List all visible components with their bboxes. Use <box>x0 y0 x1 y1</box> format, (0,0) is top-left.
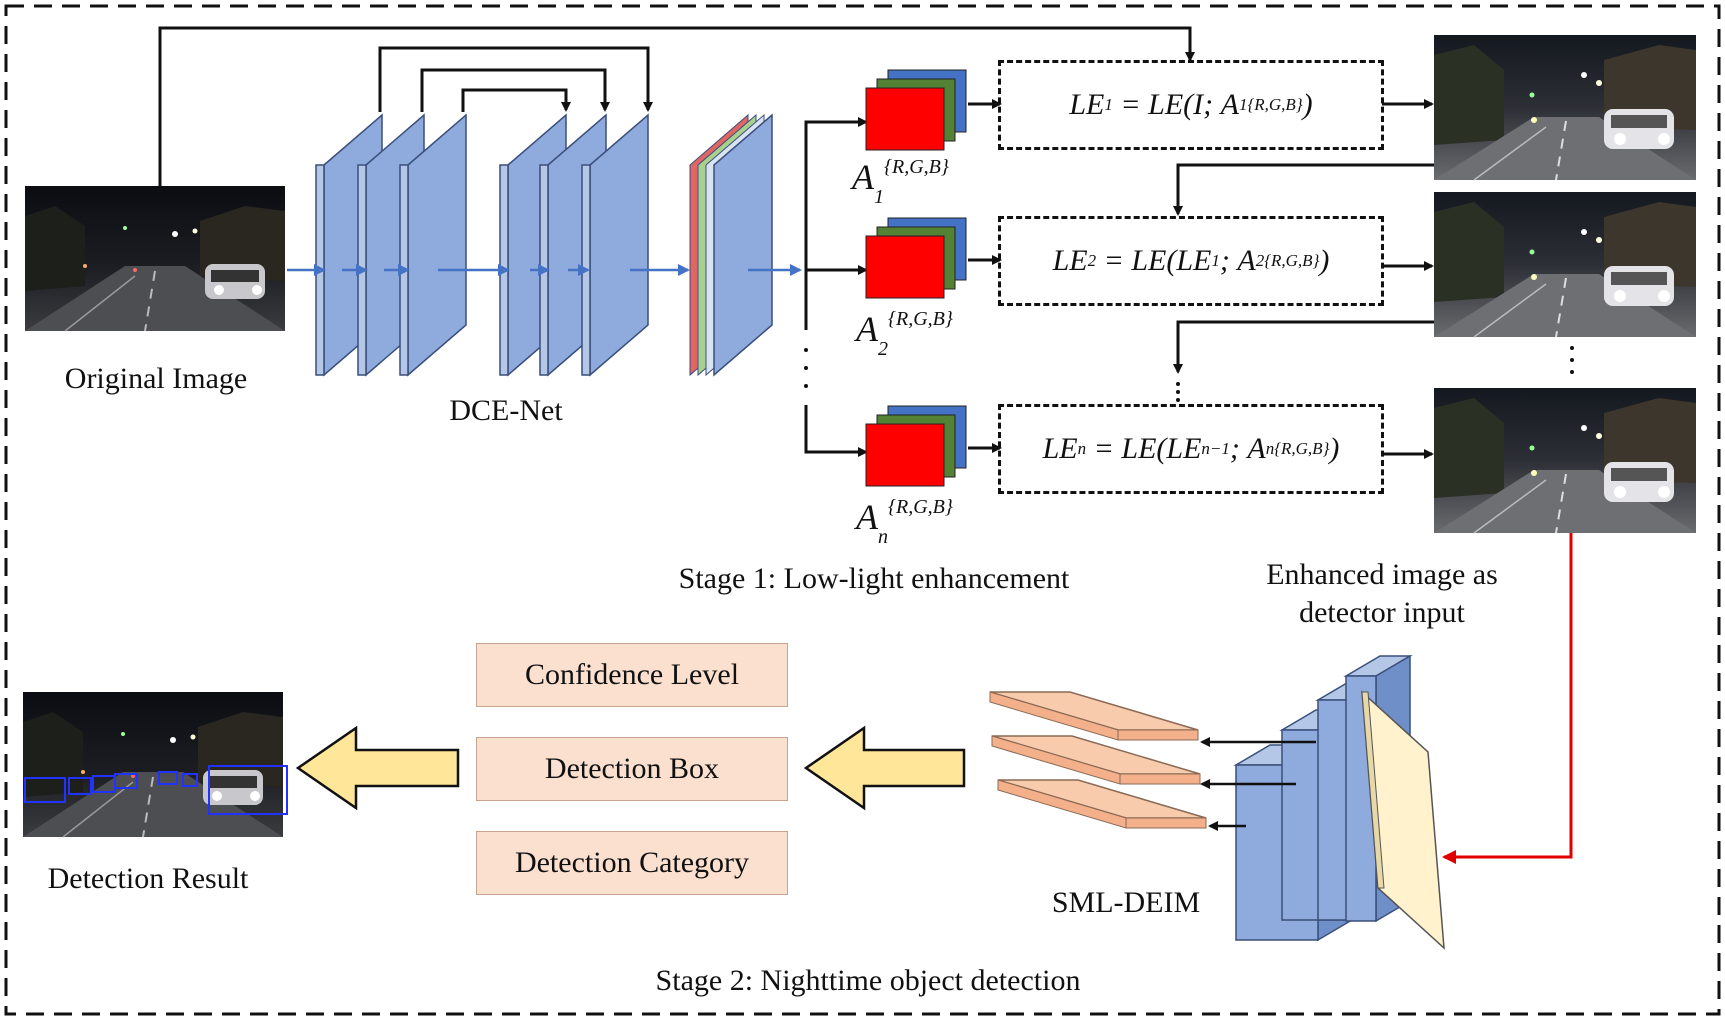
detection-result-image <box>22 691 288 838</box>
outer-border <box>4 4 1721 1016</box>
dce-layer <box>581 113 649 377</box>
red-flow-line <box>1442 533 1573 864</box>
feature-plate <box>997 779 1207 829</box>
curve-map-label-n: An{R,G,B} <box>856 496 953 548</box>
label-enhanced-2: detector input <box>1299 596 1465 629</box>
label-enhanced-1: Enhanced image as <box>1266 558 1498 591</box>
curve-map-1 <box>865 69 967 151</box>
big-arrow-left <box>295 725 460 811</box>
label-original-image: Original Image <box>64 362 248 395</box>
label-stage1: Stage 1: Low-light enhancement <box>678 562 1070 595</box>
curve-maps <box>865 69 967 487</box>
skip-connection-middle <box>420 68 610 112</box>
label-dce-net: DCE-Net <box>449 394 563 427</box>
curve-map-2 <box>865 217 967 299</box>
dce-net-layers <box>315 113 649 377</box>
skip-arrow-top <box>158 26 1195 186</box>
feature-plate <box>989 691 1199 741</box>
feature-pyramid-plates <box>989 691 1207 829</box>
sml-deim-backbone <box>1233 654 1445 950</box>
curve-map-3 <box>865 405 967 487</box>
enhanced-image-n <box>1433 387 1697 534</box>
output-detection-category: Detection Category <box>476 831 788 895</box>
curve-map-label-1: A1{R,G,B} <box>852 156 949 208</box>
deim-cream-edge <box>1361 691 1385 889</box>
output-confidence-level: Confidence Level <box>476 643 788 707</box>
enhanced-image-2 <box>1433 191 1697 338</box>
skip-connection-inner <box>461 88 571 112</box>
enhanced-image-1 <box>1433 34 1697 181</box>
branch-lines <box>804 117 868 457</box>
output-detection-box: Detection Box <box>476 737 788 801</box>
big-arrow-right <box>803 725 966 811</box>
label-detection-result: Detection Result <box>47 862 249 895</box>
label-sml-deim: SML-DEIM <box>1051 886 1201 919</box>
curve-map-label-2: A2{R,G,B} <box>856 308 953 360</box>
feature-plate <box>991 735 1201 785</box>
original-image <box>24 185 286 332</box>
skip-connection-outer <box>378 46 653 112</box>
curve-parameter-tensor <box>689 113 773 377</box>
label-stage2: Stage 2: Nighttime object detection <box>655 964 1081 997</box>
branch-ellipsis <box>804 348 808 388</box>
